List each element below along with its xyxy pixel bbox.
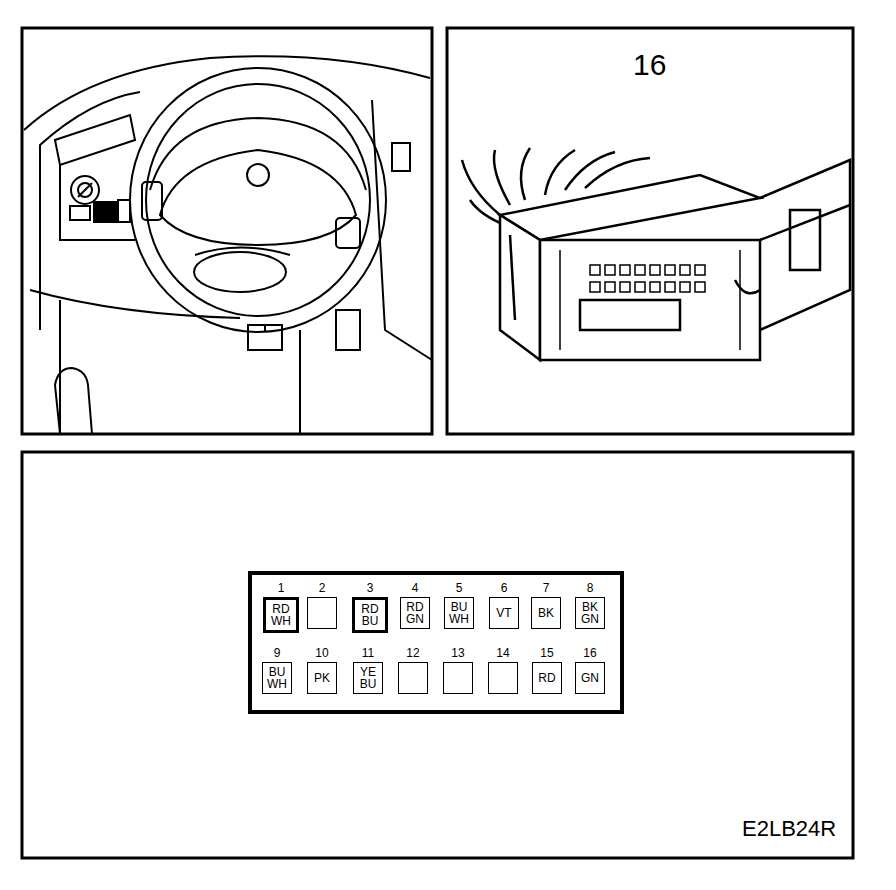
- wire-color: PK: [310, 672, 334, 684]
- pin-number: 14: [496, 647, 509, 660]
- pin-cell: 5 BU WH: [444, 582, 474, 629]
- pin-cell: 7BK: [531, 582, 561, 629]
- pin-number: 2: [319, 582, 326, 595]
- pin-number: 4: [412, 582, 419, 595]
- pin-cell: 9 BU WH: [262, 647, 292, 694]
- pin-cavity: [307, 597, 337, 629]
- wire-color: BU WH: [265, 666, 289, 690]
- connector-face: [250, 573, 622, 712]
- pin-cavity: RD GN: [400, 597, 430, 629]
- pin-cavity: RD BU: [352, 597, 388, 633]
- pin-number: 6: [501, 582, 508, 595]
- pin-number: 16: [583, 647, 596, 660]
- pin-cavity: [443, 662, 473, 694]
- pin-cavity: YE BU: [353, 662, 383, 694]
- pin-number: 7: [543, 582, 550, 595]
- pin-number: 5: [456, 582, 463, 595]
- pin-number: 1: [278, 582, 285, 595]
- pin-cell: 6VT: [489, 582, 519, 629]
- pin-cavity: BU WH: [262, 662, 292, 694]
- wire-color: RD WH: [269, 603, 293, 627]
- pin-cell: 16GN: [575, 647, 605, 694]
- pin-cavity: GN: [575, 662, 605, 694]
- figure-code: E2LB24R: [742, 816, 836, 842]
- pin-cell: 14: [488, 647, 518, 694]
- wire-color: GN: [578, 672, 602, 684]
- pin-number: 10: [315, 647, 328, 660]
- pin-cavity: VT: [489, 597, 519, 629]
- pin-cell: 8 BK GN: [575, 582, 605, 629]
- pin-cell: 3 RD BU: [352, 582, 388, 633]
- panel-frame: [447, 28, 853, 434]
- pin-cavity: BK: [531, 597, 561, 629]
- connector-drawing: [462, 148, 850, 360]
- pin-cavity: RD: [532, 662, 562, 694]
- pin-number: 12: [406, 647, 419, 660]
- callout-number: 16: [633, 48, 666, 82]
- pin-cavity: PK: [307, 662, 337, 694]
- wire-color: VT: [492, 607, 516, 619]
- wire-color: BU WH: [447, 601, 471, 625]
- pin-number: 13: [451, 647, 464, 660]
- pin-cavity: [398, 662, 428, 694]
- connector-cavities: [560, 250, 740, 350]
- pin-number: 11: [362, 647, 374, 660]
- wire-color: BK: [534, 607, 558, 619]
- wire-color: BK GN: [578, 601, 602, 625]
- pin-cell: 15RD: [532, 647, 562, 694]
- wire-color: YE BU: [356, 666, 380, 690]
- panel-frame: [22, 28, 432, 434]
- pin-cell: 2: [307, 582, 337, 629]
- pin-cavity: BU WH: [444, 597, 474, 629]
- dashboard-drawing: [24, 56, 432, 434]
- pin-number: 8: [587, 582, 594, 595]
- pin-cell: 1 RD WH: [263, 582, 299, 633]
- pin-cell: 12: [398, 647, 428, 694]
- wire-color: RD GN: [403, 601, 427, 625]
- pin-cell: 10PK: [307, 647, 337, 694]
- wire-color: RD: [535, 672, 559, 684]
- pin-cell: 11 YE BU: [353, 647, 383, 694]
- panel-frame: [22, 452, 853, 858]
- pin-cell: 13: [443, 647, 473, 694]
- pin-number: 15: [540, 647, 553, 660]
- pin-cell: 4 RD GN: [400, 582, 430, 629]
- pin-cavity: BK GN: [575, 597, 605, 629]
- pin-number: 3: [367, 582, 374, 595]
- wire-color: RD BU: [358, 603, 382, 627]
- pin-cavity: RD WH: [263, 597, 299, 633]
- pin-number: 9: [274, 647, 281, 660]
- pin-cavity: [488, 662, 518, 694]
